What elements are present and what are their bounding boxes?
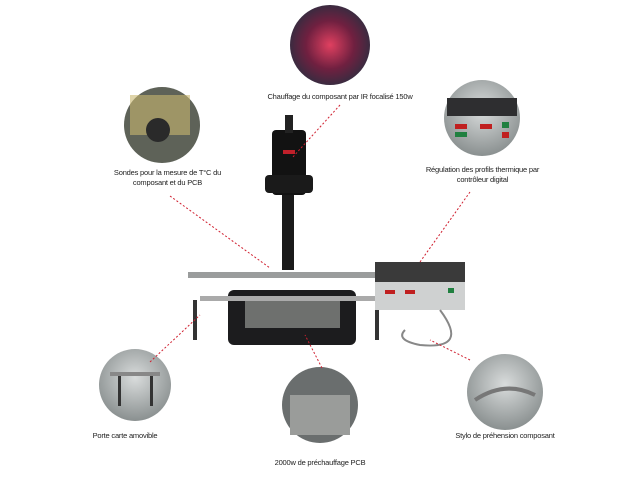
leader-line-pickup-pen <box>429 339 471 361</box>
label-preheating: 2000w de préchauffage PCB <box>274 458 366 467</box>
ir-heating-detail-photo <box>290 5 370 85</box>
leader-line-regulation <box>419 191 471 263</box>
label-regulation: Régulation des profils thermique par con… <box>425 165 540 184</box>
leader-line-probes <box>169 195 271 269</box>
pickup-pen-detail-photo <box>467 354 543 430</box>
board-holder-detail-photo <box>99 349 171 421</box>
label-board-holder: Porte carte amovible <box>92 431 158 440</box>
label-ir-heating: Chauffage du composant par IR focalisé 1… <box>267 92 413 101</box>
label-pickup-pen: Stylo de préhension composant <box>455 431 555 440</box>
leader-line-board-holder <box>149 314 201 363</box>
controller-detail-photo <box>444 80 520 156</box>
label-probes: Sondes pour la mesure de T°C du composan… <box>113 168 222 187</box>
